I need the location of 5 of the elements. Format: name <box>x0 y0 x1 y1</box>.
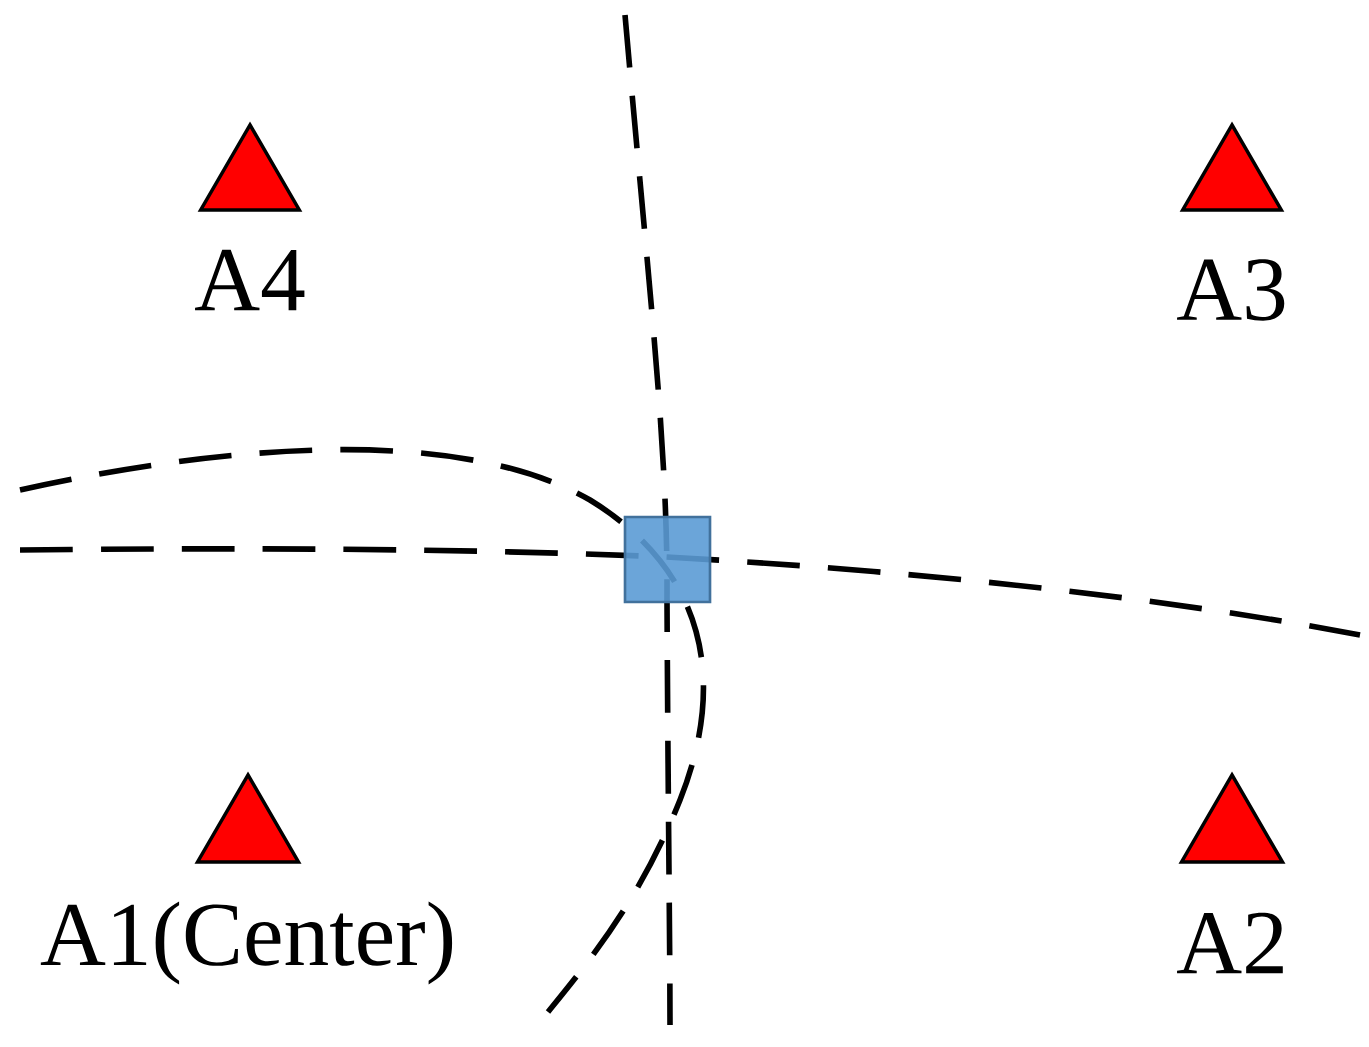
station-label: A3 <box>1177 259 1285 321</box>
target-square <box>623 515 712 604</box>
station-label: A2 <box>1177 912 1283 974</box>
station-label: A1(Center) <box>40 901 453 985</box>
station-label: A4 <box>195 249 305 311</box>
